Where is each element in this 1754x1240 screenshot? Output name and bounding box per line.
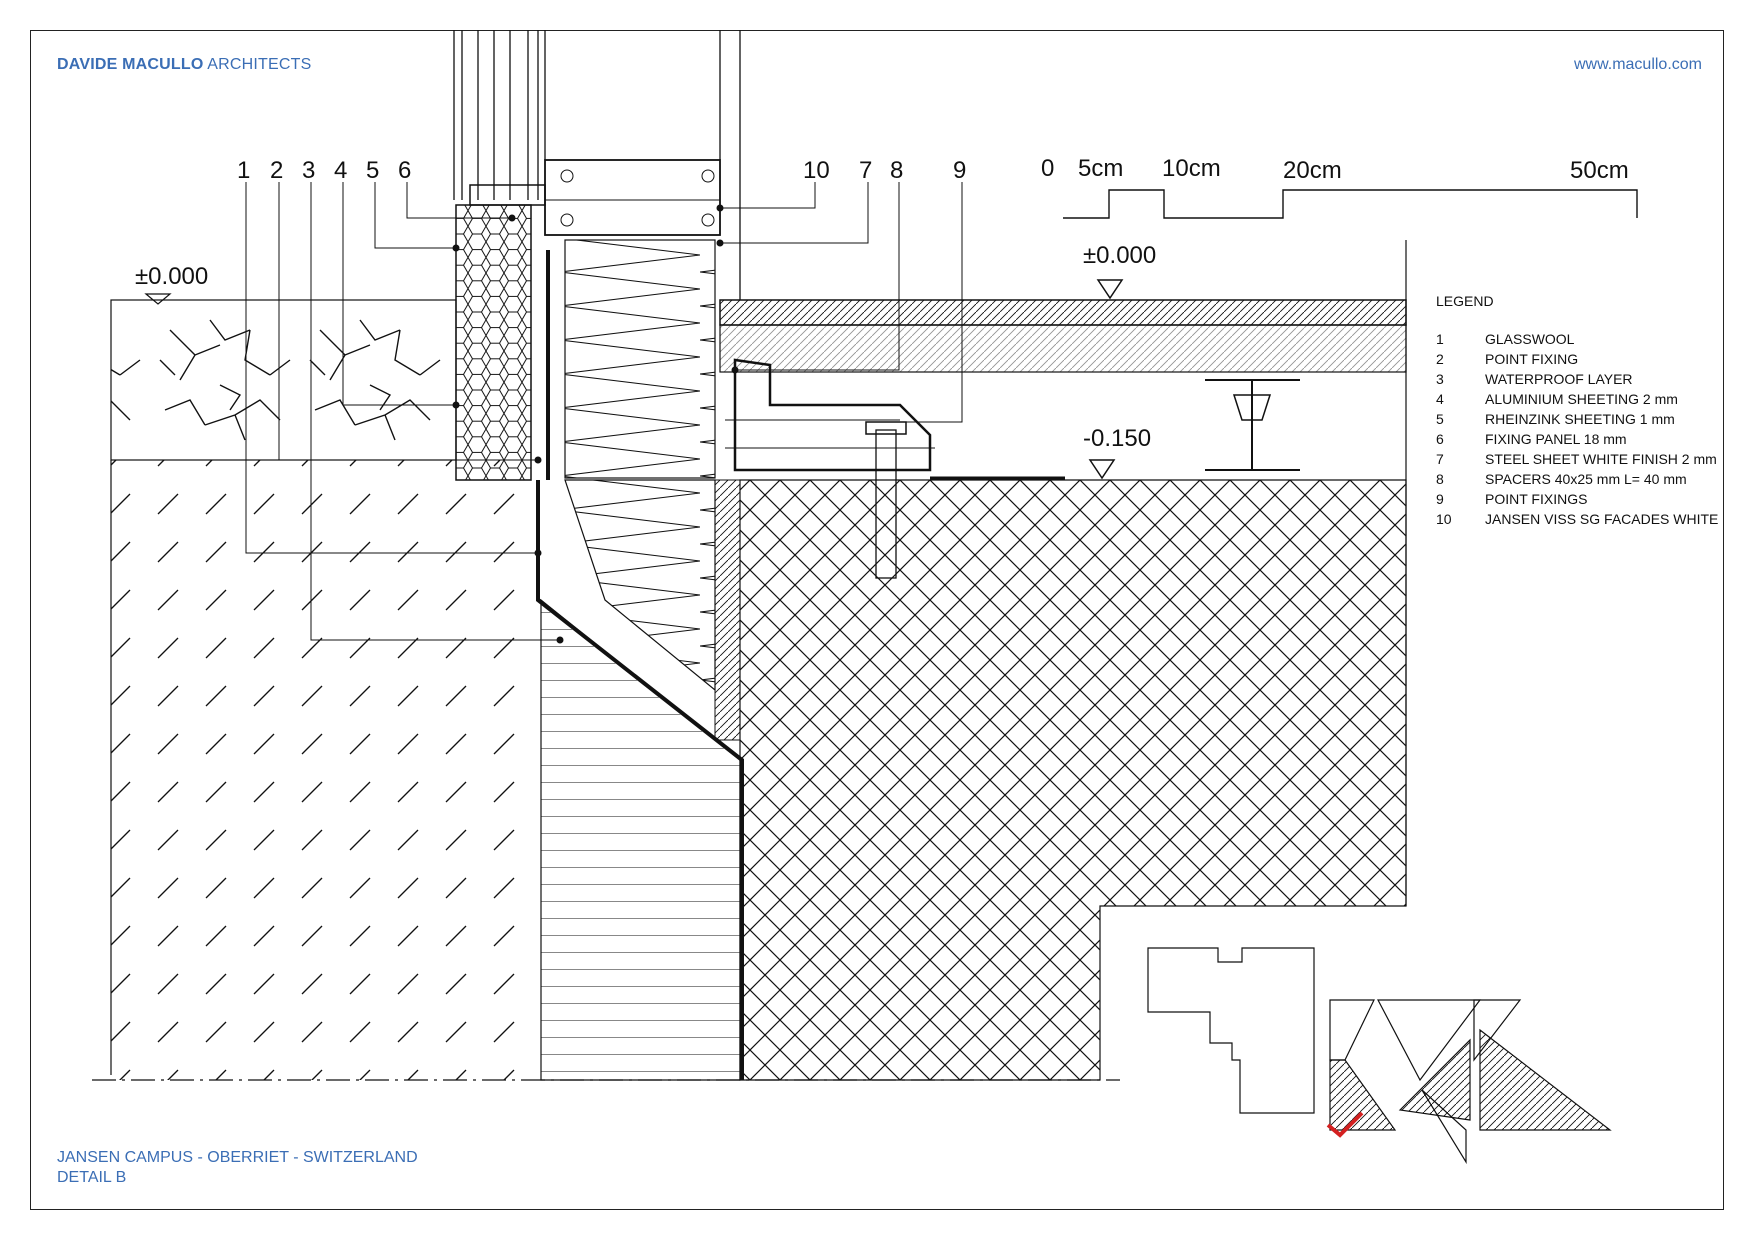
elevation-marker-lower bbox=[1088, 459, 1116, 480]
scale-label-50cm: 50cm bbox=[1570, 157, 1629, 184]
callout-8: 8 bbox=[890, 157, 904, 184]
callout-3: 3 bbox=[302, 157, 316, 184]
elevation-label-left: ±0.000 bbox=[135, 263, 209, 290]
scale-bar bbox=[1063, 189, 1638, 219]
scale-label-10cm: 10cm bbox=[1162, 155, 1221, 182]
floor-finish-layer bbox=[719, 299, 1407, 326]
wall-insulation-upper bbox=[564, 239, 716, 479]
callout-1: 1 bbox=[237, 157, 251, 184]
anchor-bolt bbox=[875, 429, 897, 579]
scale-label-5cm: 5cm bbox=[1078, 155, 1124, 182]
elevation-marker-left bbox=[144, 293, 172, 305]
callout-7: 7 bbox=[859, 157, 873, 184]
elevation-label-lower: -0.150 bbox=[1083, 425, 1152, 452]
elevation-marker-right bbox=[1096, 279, 1124, 300]
project-name: JANSEN CAMPUS - OBERRIET - SWITZERLAND bbox=[57, 1149, 418, 1166]
callout-5: 5 bbox=[366, 157, 380, 184]
callout-4: 4 bbox=[334, 157, 348, 184]
scale-label-20cm: 20cm bbox=[1283, 157, 1342, 184]
ground-soil-left bbox=[111, 460, 541, 1080]
callout-6: 6 bbox=[398, 157, 412, 184]
legend-title: LEGEND bbox=[1436, 293, 1494, 309]
key-plan bbox=[1147, 947, 1612, 1165]
concrete-slab bbox=[739, 479, 1407, 1081]
elevation-label-right: ±0.000 bbox=[1083, 242, 1157, 269]
glasswool-insulation bbox=[455, 204, 532, 481]
callout-10: 10 bbox=[803, 157, 830, 184]
detail-name: DETAIL B bbox=[57, 1169, 127, 1186]
callout-9: 9 bbox=[953, 157, 967, 184]
scale-label-0: 0 bbox=[1041, 155, 1055, 182]
drawing-sheet-border bbox=[30, 30, 1724, 1210]
gravel-layer bbox=[110, 299, 457, 461]
callout-2: 2 bbox=[270, 157, 284, 184]
website-link[interactable]: www.macullo.com bbox=[1573, 56, 1702, 73]
steel-sheet-channel bbox=[733, 358, 932, 472]
location-marker-icon bbox=[1326, 1111, 1364, 1138]
firm-name: DAVIDE MACULLO ARCHITECTS bbox=[57, 56, 312, 73]
floor-screed-layer bbox=[719, 324, 1407, 373]
title-block: JANSEN CAMPUS - OBERRIET - SWITZERLAND D… bbox=[57, 1148, 418, 1188]
